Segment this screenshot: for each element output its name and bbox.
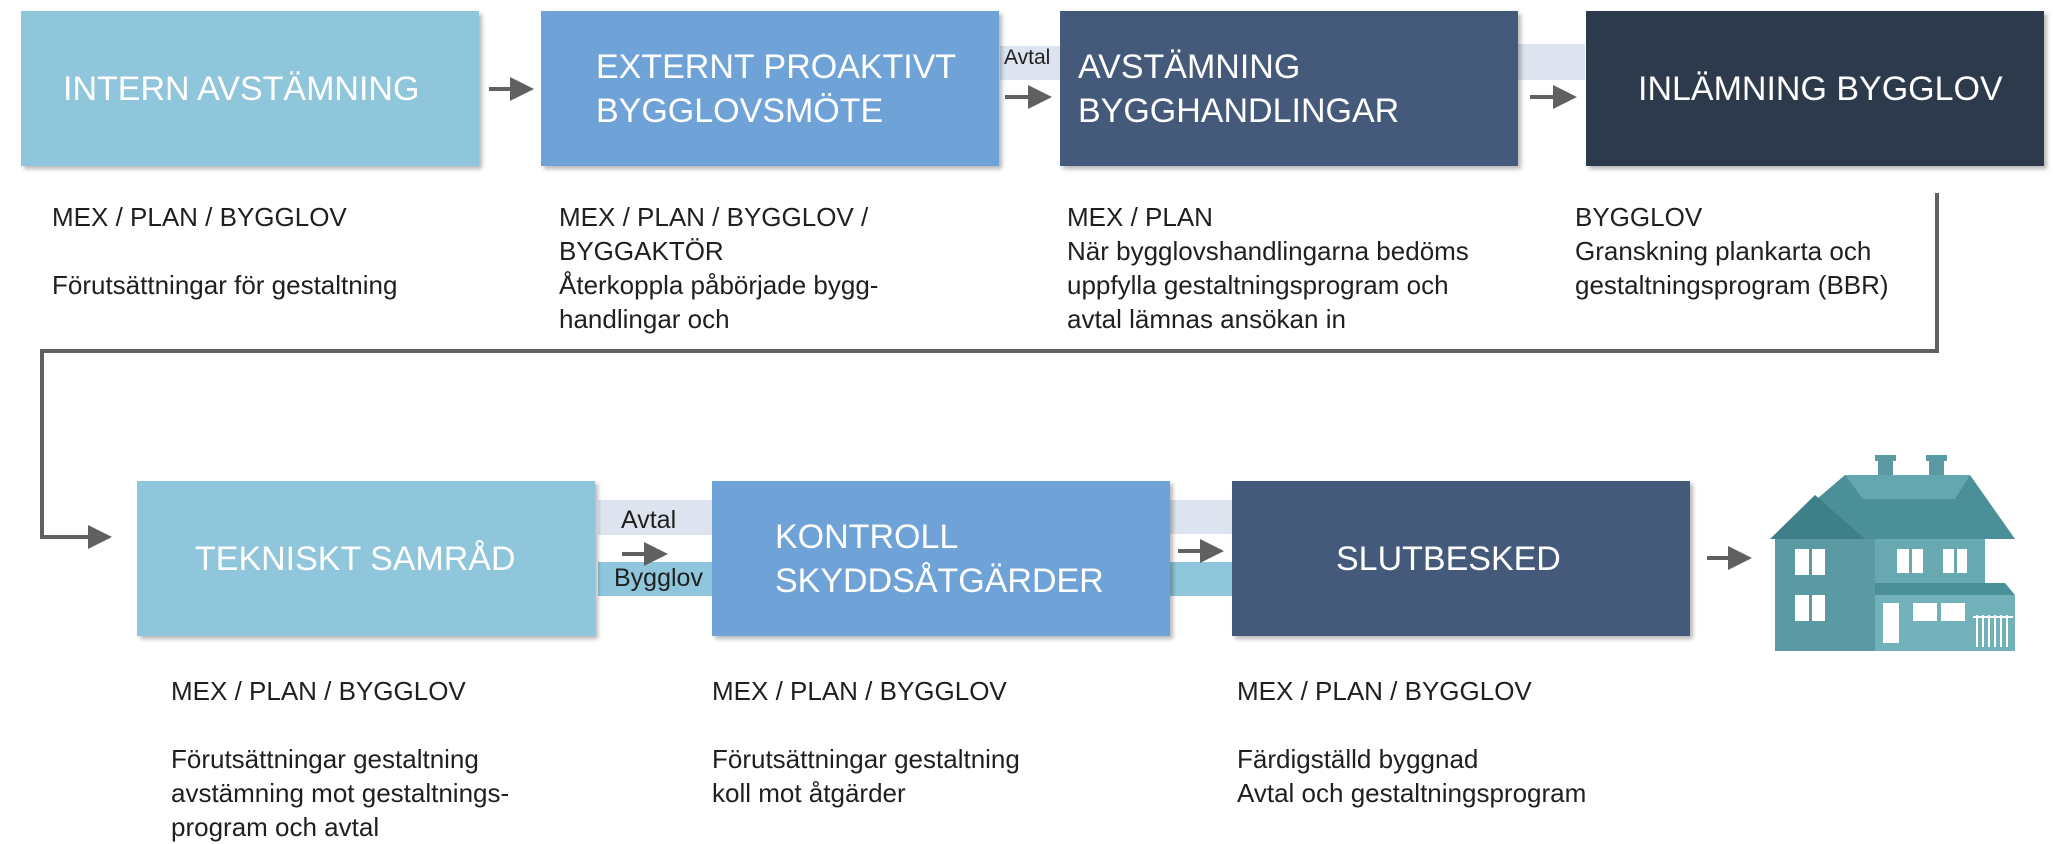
step-roles: BYGGLOV [1575, 202, 1703, 232]
step-desc-inlamning: BYGGLOV Granskning plankarta och gestalt… [1575, 200, 1889, 302]
step-box-intern-avstamning: INTERN AVSTÄMNING [21, 11, 479, 166]
step-desc-slutbesked: MEX / PLAN / BYGGLOV Färdigställd byggna… [1237, 674, 1586, 810]
avtal-band-bottom-2 [1166, 500, 1236, 534]
step-box-kontroll-skyddsatgarder: KONTROLL SKYDDSÅTGÄRDER [712, 481, 1170, 636]
step-title: KONTROLL SKYDDSÅTGÄRDER [775, 517, 1104, 600]
step-roles: MEX / PLAN / BYGGLOV [1237, 676, 1532, 706]
step-title: AVSTÄMNING BYGGHANDLINGAR [1078, 47, 1400, 130]
step-roles: MEX / PLAN / BYGGLOV [171, 676, 466, 706]
step-desc-line: avstämning mot gestaltnings- [171, 778, 510, 808]
step-desc-line: koll mot åtgärder [712, 778, 906, 808]
step-desc-externt: MEX / PLAN / BYGGLOV / BYGGAKTÖR Återkop… [559, 200, 878, 336]
connector-label-avtal-bottom: Avtal [621, 506, 677, 534]
avtal-band-bottom-1 [598, 500, 714, 535]
step-desc-line: Förutsättningar för gestaltning [52, 270, 398, 300]
step-title: INLÄMNING BYGGLOV [1638, 69, 2003, 108]
step-box-inlamning-bygglov: INLÄMNING BYGGLOV [1586, 11, 2044, 166]
step-desc-line: program och avtal [171, 812, 380, 842]
step-box-externt-proaktivt: EXTERNT PROAKTIVT BYGGLOVSMÖTE [541, 11, 999, 166]
step-roles-cont: BYGGAKTÖR [559, 236, 724, 266]
step-box-avstamning-bygghandlingar: AVSTÄMNING BYGGHANDLINGAR [1060, 11, 1518, 166]
step-desc-line: Återkoppla påbörjade bygg- [559, 270, 879, 300]
step-title: EXTERNT PROAKTIVT BYGGLOVSMÖTE [596, 47, 957, 130]
spacer [171, 708, 509, 742]
step-box-slutbesked: SLUTBESKED [1232, 481, 1690, 636]
step-title: SLUTBESKED [1336, 539, 1561, 578]
connector-label-avtal-top: Avtal [1004, 46, 1051, 69]
flow-connector-line [40, 193, 1939, 549]
spacer [1237, 708, 1586, 742]
step-desc-line: Förutsättningar gestaltning [712, 744, 1020, 774]
step-roles-cont [52, 234, 397, 268]
step-desc-avstamning: MEX / PLAN När bygglovshandlingarna bedö… [1067, 200, 1469, 336]
step-desc-line: Förutsättningar gestaltning [171, 744, 479, 774]
step-desc-line: uppfylla gestaltningsprogram och [1067, 270, 1449, 300]
step-desc-line: Färdigställd byggnad [1237, 744, 1479, 774]
house-icon [1770, 455, 2015, 651]
step-desc-line: Avtal och gestaltningsprogram [1237, 778, 1587, 808]
bygglov-band-bottom-1 [598, 562, 714, 596]
step-roles: MEX / PLAN / BYGGLOV [52, 202, 347, 232]
step-desc-kontroll: MEX / PLAN / BYGGLOV Förutsättningar ges… [712, 674, 1020, 810]
step-desc-line: Granskning plankarta och [1575, 236, 1872, 266]
step-roles: MEX / PLAN [1067, 202, 1213, 232]
step-desc-line: gestaltningsprogram (BBR) [1575, 270, 1889, 300]
step-title: TEKNISKT SAMRÅD [195, 539, 516, 578]
step-desc-line: avtal lämnas ansökan in [1067, 304, 1346, 334]
step-desc-line: handlingar och [559, 304, 730, 334]
step-desc-intern: MEX / PLAN / BYGGLOV Förutsättningar för… [52, 200, 397, 302]
avtal-band-top-2 [1515, 44, 1585, 80]
step-box-tekniskt-samrad: TEKNISKT SAMRÅD [137, 481, 595, 636]
step-title: INTERN AVSTÄMNING [63, 69, 420, 108]
step-roles: MEX / PLAN / BYGGLOV [712, 676, 1007, 706]
avtal-band-top-1 [1000, 46, 1060, 80]
step-roles: MEX / PLAN / BYGGLOV / [559, 202, 869, 232]
bygglov-band-bottom-2 [1166, 562, 1236, 596]
spacer [712, 708, 1020, 742]
step-desc-line: När bygglovshandlingarna bedöms [1067, 236, 1469, 266]
connector-label-bygglov-bottom: Bygglov [614, 564, 703, 592]
step-desc-tekniskt: MEX / PLAN / BYGGLOV Förutsättningar ges… [171, 674, 509, 844]
